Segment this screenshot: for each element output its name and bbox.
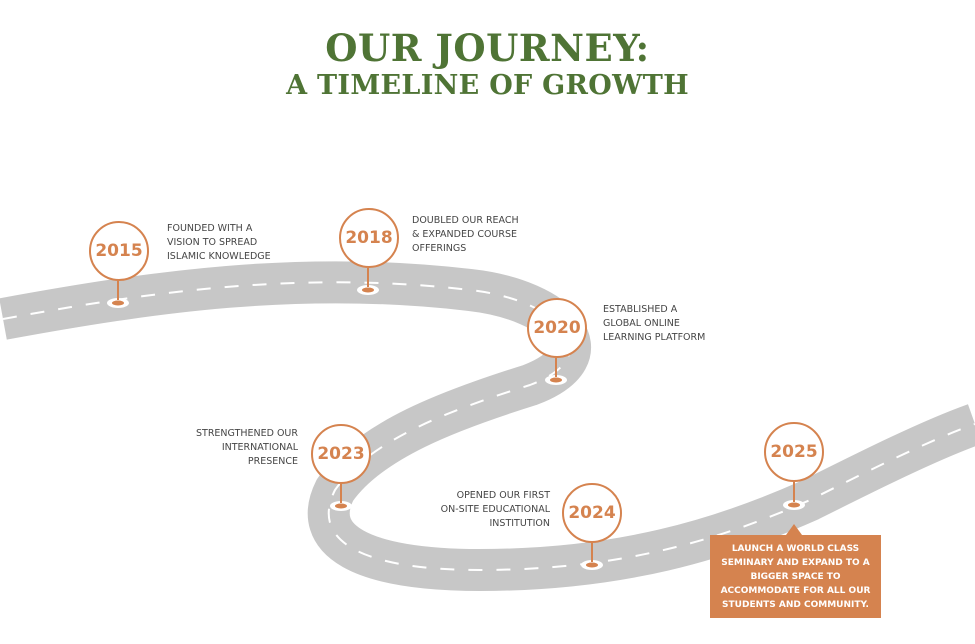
year-marker-2023: 2023 — [311, 424, 371, 484]
description-line: & EXPANDED COURSE — [412, 229, 518, 240]
callout-line: SEMINARY AND EXPAND TO A — [721, 557, 870, 568]
year-label: 2015 — [95, 241, 143, 261]
year-label: 2023 — [317, 444, 365, 464]
description-line: ISLAMIC KNOWLEDGE — [167, 251, 271, 262]
callout-line: BIGGER SPACE TO — [750, 571, 841, 582]
description-line: ON-SITE EDUCATIONAL — [440, 504, 550, 515]
year-marker-2025: 2025 — [764, 422, 824, 482]
pin-2024 — [581, 543, 603, 570]
milestone-description-2015: FOUNDED WITH A VISION TO SPREAD ISLAMIC … — [167, 222, 271, 264]
pin-2020 — [545, 358, 567, 385]
description-line: INSTITUTION — [489, 518, 551, 529]
pin-2018 — [357, 268, 379, 295]
description-line: FOUNDED WITH A — [167, 223, 253, 234]
pin-2025 — [783, 482, 805, 510]
year-marker-2015: 2015 — [89, 221, 149, 281]
year-label: 2020 — [533, 318, 581, 338]
description-line: VISION TO SPREAD — [167, 237, 258, 248]
year-label: 2018 — [345, 228, 393, 248]
page-title: OUR JOURNEY: — [325, 26, 650, 70]
description-line: DOUBLED OUR REACH — [412, 215, 519, 226]
year-marker-2020: 2020 — [527, 298, 587, 358]
callout-line: ACCOMMODATE FOR ALL OUR — [720, 585, 871, 596]
milestone-description-2018: DOUBLED OUR REACH & EXPANDED COURSE OFFE… — [412, 214, 519, 256]
description-line: OPENED OUR FIRST — [456, 490, 550, 501]
description-line: INTERNATIONAL — [221, 442, 298, 453]
description-line: PRESENCE — [247, 456, 298, 467]
year-marker-2024: 2024 — [562, 483, 622, 543]
milestone-callout-2025: LAUNCH A WORLD CLASS SEMINARY AND EXPAND… — [710, 535, 881, 618]
callout-pointer — [786, 524, 802, 535]
callout-line: STUDENTS AND COMMUNITY. — [722, 599, 869, 610]
pin-2015 — [107, 280, 129, 308]
milestone-description-2023: STRENGTHENED OUR INTERNATIONAL PRESENCE — [196, 427, 298, 469]
description-line: STRENGTHENED OUR — [196, 428, 298, 439]
milestone-description-2020: ESTABLISHED A GLOBAL ONLINE LEARNING PLA… — [603, 303, 705, 345]
page-subtitle: A TIMELINE OF GROWTH — [286, 70, 689, 101]
description-line: ESTABLISHED A — [603, 304, 678, 315]
description-line: GLOBAL ONLINE — [603, 318, 680, 329]
road-center-dashes — [2, 281, 975, 572]
year-label: 2024 — [568, 503, 616, 523]
description-line: LEARNING PLATFORM — [603, 332, 706, 343]
milestone-description-2024: OPENED OUR FIRST ON-SITE EDUCATIONAL INS… — [441, 489, 550, 531]
year-marker-2018: 2018 — [339, 208, 399, 268]
callout-line: LAUNCH A WORLD CLASS — [731, 543, 860, 554]
year-label: 2025 — [770, 442, 818, 462]
pin-2023 — [330, 484, 352, 511]
description-line: OFFERINGS — [412, 243, 467, 254]
